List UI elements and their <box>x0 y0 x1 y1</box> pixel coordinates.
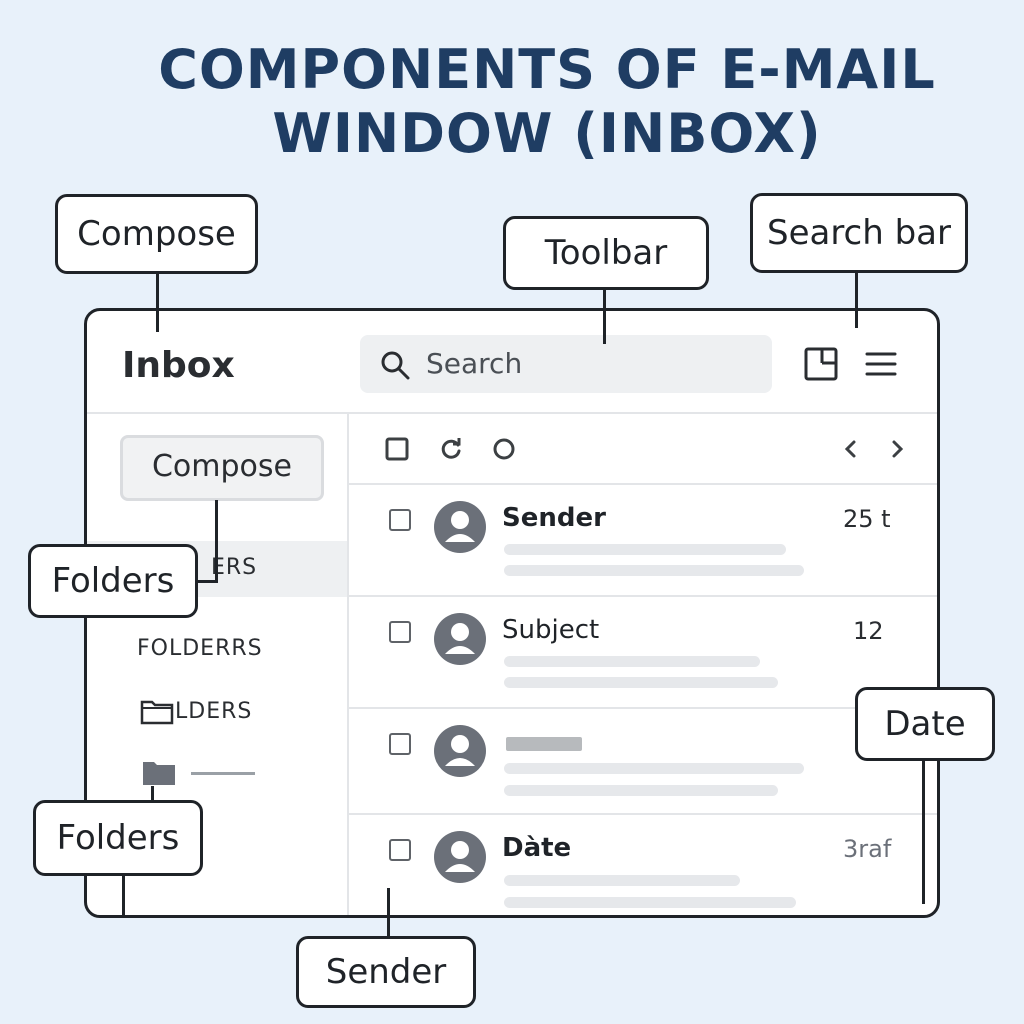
folders-callout: Folders <box>28 544 198 618</box>
folder-icon <box>140 700 174 725</box>
date-leader-line <box>922 758 925 904</box>
avatar-icon <box>434 501 486 553</box>
folders-lower-leader-line <box>151 786 154 804</box>
preview-line <box>504 656 760 667</box>
email-window: Inbox Search Compose ERS FOLDERRS LDERS <box>84 308 940 918</box>
search-bar-callout: Search bar <box>750 193 968 273</box>
header-divider <box>87 412 937 414</box>
row-divider <box>349 595 937 597</box>
sidebar-item-label[interactable]: FOLDERRS <box>137 636 263 661</box>
row-date: 3raf <box>843 835 892 863</box>
search-placeholder: Search <box>426 347 523 380</box>
inbox-title: Inbox <box>122 345 235 386</box>
sidebar-item-placeholder[interactable] <box>191 772 255 775</box>
compose-leader-line <box>156 270 159 332</box>
preview-line <box>504 677 778 688</box>
toolbar-callout: Toolbar <box>503 216 709 290</box>
preview-line <box>504 897 796 908</box>
menu-icon[interactable] <box>865 349 897 379</box>
row-checkbox[interactable] <box>389 733 411 755</box>
row-checkbox[interactable] <box>389 621 411 643</box>
next-page-icon[interactable] <box>885 437 909 461</box>
preview-line <box>504 544 786 555</box>
sidebar-item-label[interactable]: LDERS <box>175 699 253 724</box>
folders-leader-line <box>196 580 218 583</box>
row-checkbox[interactable] <box>389 839 411 861</box>
select-all-checkbox[interactable] <box>385 437 409 461</box>
sender-placeholder <box>506 737 582 751</box>
preview-line <box>504 565 804 576</box>
split-view-icon[interactable] <box>804 347 838 381</box>
row-divider <box>349 813 937 815</box>
row-date: 12 <box>853 617 884 645</box>
sender-callout: Sender <box>296 936 476 1008</box>
avatar-icon <box>434 725 486 777</box>
search-bar[interactable]: Search <box>360 335 772 393</box>
folders-lower-leader-line <box>122 872 125 918</box>
search-icon <box>381 351 410 380</box>
row-sender: Sender <box>502 503 606 533</box>
row-divider <box>349 707 937 709</box>
row-sender: Dàte <box>502 833 572 863</box>
folder-filled-icon <box>143 762 175 785</box>
avatar-icon <box>434 613 486 665</box>
search-leader-line <box>855 270 858 328</box>
date-callout: Date <box>855 687 995 761</box>
more-circle-icon[interactable] <box>492 437 516 461</box>
avatar-icon <box>434 831 486 883</box>
title-line-2: WINDOW (INBOX) <box>272 102 822 165</box>
prev-page-icon[interactable] <box>839 437 863 461</box>
refresh-icon[interactable] <box>439 437 463 461</box>
page-title: COMPONENTS OF E-MAIL WINDOW (INBOX) <box>0 38 1024 166</box>
toolbar-divider <box>349 483 937 485</box>
preview-line <box>504 875 740 886</box>
preview-line <box>504 763 804 774</box>
folders-leader-line <box>215 500 218 582</box>
row-checkbox[interactable] <box>389 509 411 531</box>
sidebar-item-label[interactable]: ERS <box>211 555 258 580</box>
row-subject: Subject <box>502 615 600 645</box>
preview-line <box>504 785 778 796</box>
sidebar-divider <box>347 412 349 915</box>
title-line-1: COMPONENTS OF E-MAIL <box>158 38 936 101</box>
sender-leader-line <box>387 888 390 940</box>
compose-callout: Compose <box>55 194 258 274</box>
toolbar-leader-line <box>603 286 606 344</box>
folders-lower-callout: Folders <box>33 800 203 876</box>
compose-button[interactable]: Compose <box>120 435 324 501</box>
row-date: 25 t <box>843 505 891 533</box>
